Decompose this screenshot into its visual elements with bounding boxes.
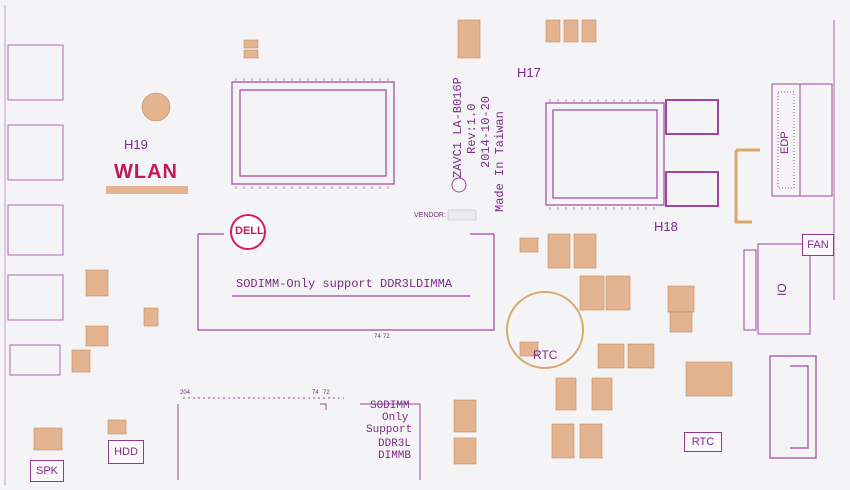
board-revision: Rev:1.0 [465,103,479,154]
edp-connector [771,83,833,197]
sodimm-b-line-2: Only [382,412,409,424]
spk-connector-label: SPK [30,460,64,482]
dimmb-pin-204: 204 [180,390,191,396]
battery-connector [769,355,817,459]
left-usb-port-1 [7,44,64,101]
coin-component [141,92,171,122]
sodimm-b-line-1: SODIMM [370,400,410,412]
dell-logo-text: DELL [235,225,264,237]
board-origin: Made In Taiwan [493,111,507,212]
dimmb-pin-74: 74 [312,390,319,396]
pch-outline [545,102,665,206]
dimma-pin-74: 74 [374,334,381,340]
board-date: 2014-10-20 [479,95,493,168]
board-model: ZAVC1 LA-B016P [451,77,465,178]
sodimm-b-line-4: DDR3L [378,438,412,450]
dimmb-pin-72: 72 [323,390,330,396]
rtc-circle-label: RTC [533,348,558,362]
hdd-connector-label: HDD [108,440,144,464]
hole-label-h18: H18 [654,219,678,234]
sodimm-a-label: SODIMM-Only support DDR3LDIMMA [236,277,453,291]
audio-jack [9,344,61,376]
sodimm-a-outline [197,234,495,331]
io-label: IO [775,283,789,296]
left-usb-port-4 [7,274,64,321]
io-connector [757,243,811,335]
vendor-label: VENDOR: [414,212,446,219]
edp-label: EDP [779,131,791,154]
cpu-outline [231,81,395,185]
wlan-label: WLAN [114,161,178,183]
dell-logo-ring [230,214,266,250]
chip-u1 [665,99,719,135]
dimma-pin-72: 72 [383,334,390,340]
left-usb-port-2 [7,124,64,181]
sodimm-b-line-5: DIMMB [378,450,412,462]
rtc-connector-label: RTC [684,432,722,452]
hole-label-h17: H17 [517,65,541,80]
rtc-battery-outline [506,291,584,369]
fan-connector-label: FAN [802,234,834,256]
chip-u2 [665,171,719,207]
sodimm-b-line-3: Support [366,424,413,436]
left-usb-port-3 [7,204,64,256]
hole-label-h19: H19 [124,137,148,152]
